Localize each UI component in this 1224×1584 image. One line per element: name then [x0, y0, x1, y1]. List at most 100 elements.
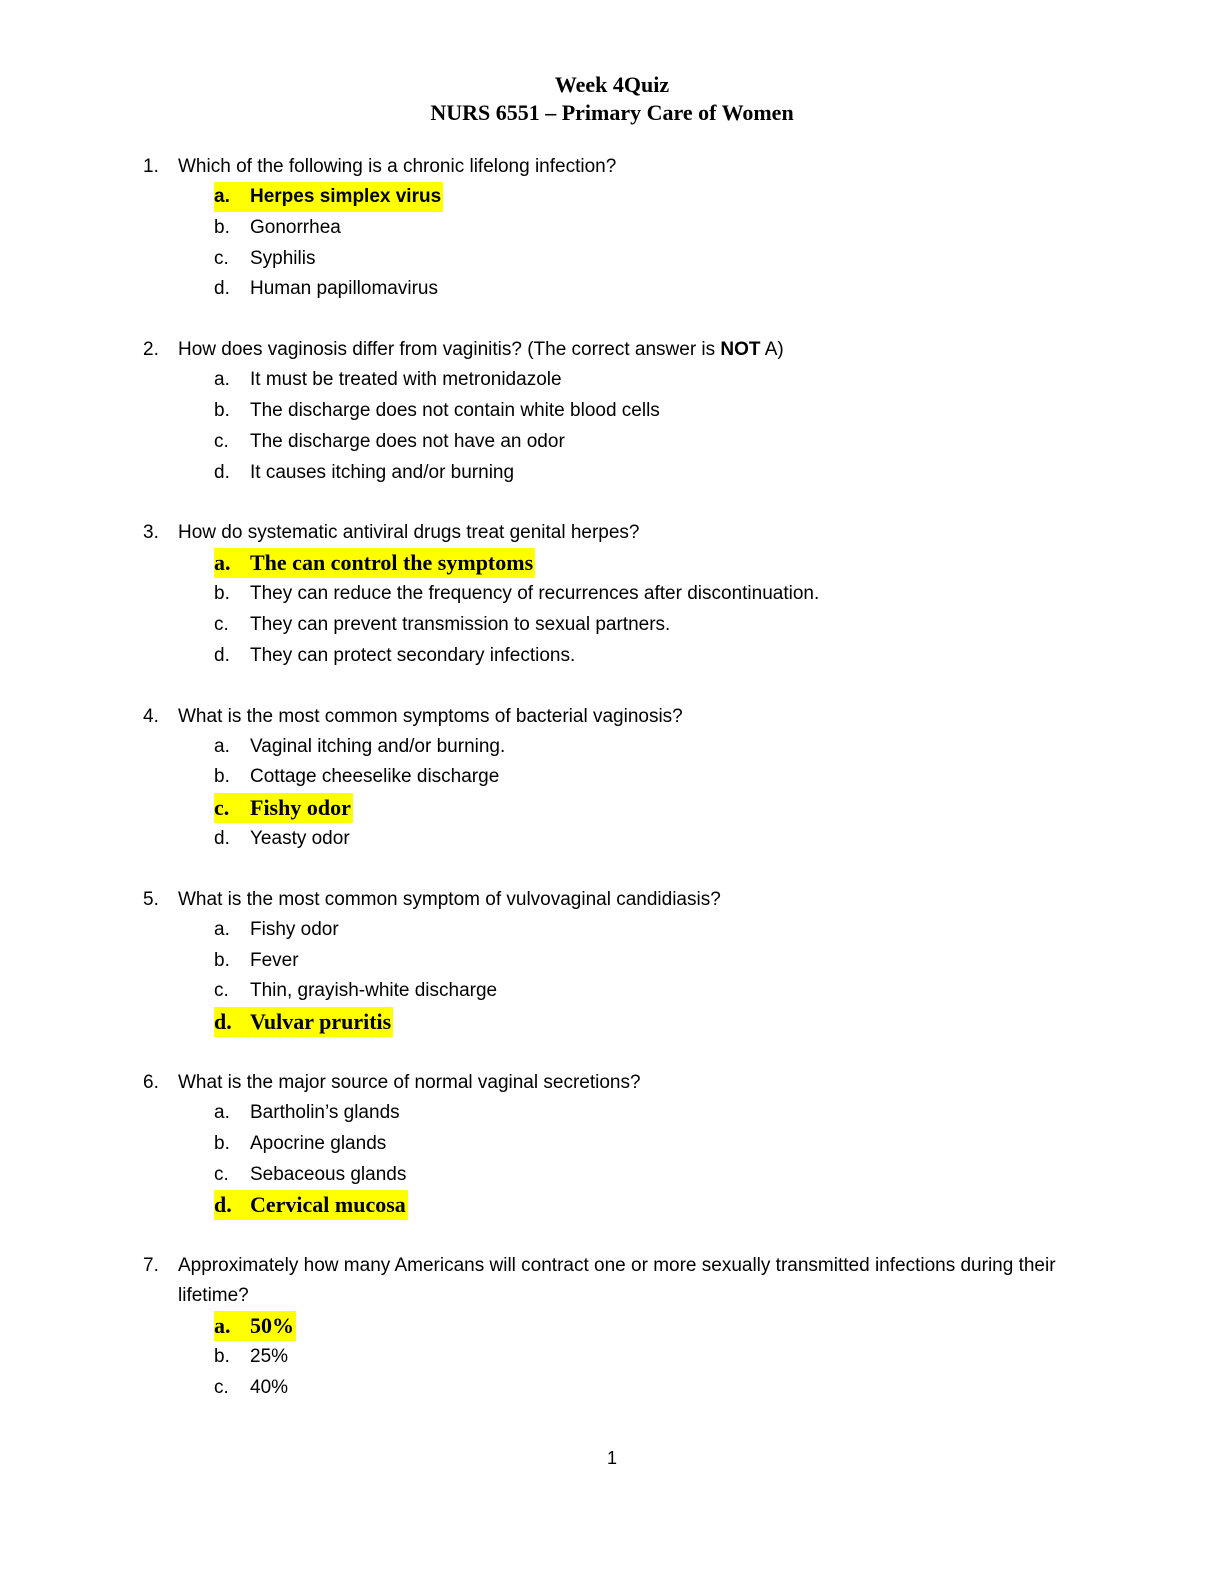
option-letter: c. [214, 1376, 229, 1398]
option-text: Human papillomavirus [250, 278, 438, 300]
option-6a: a. Bartholin’s glands [0, 1098, 1224, 1129]
question-2: 2. How does vaginosis differ from vagini… [0, 335, 1224, 488]
question-text: Which of the following is a chronic life… [178, 156, 617, 177]
option-text: Gonorrhea [250, 216, 341, 238]
option-text: It must be treated with metronidazole [250, 369, 562, 391]
option-text: They can reduce the frequency of recurre… [250, 583, 820, 605]
option-letter: a. [214, 1101, 230, 1123]
option-letter: b. [214, 399, 230, 421]
option-letter: b. [214, 949, 230, 971]
option-text: Syphilis [250, 247, 316, 269]
option-text: They can protect secondary infections. [250, 644, 576, 666]
question-5: 5. What is the most common symptom of vu… [0, 885, 1224, 1038]
option-text: The can control the symptoms [250, 550, 534, 576]
option-letter: b. [214, 1345, 230, 1367]
option-2d: d.It causes itching and/or burning [0, 458, 1224, 489]
option-text: It causes itching and/or burning [250, 461, 515, 483]
option-4a: a. Vaginal itching and/or burning. [0, 732, 1224, 763]
option-text: Bartholin’s glands [250, 1101, 400, 1123]
question-text: What is the most common symptom of vulvo… [178, 888, 721, 910]
option-letter: b. [214, 766, 230, 788]
highlighted-answer: d. Vulvar pruritis [214, 1007, 394, 1038]
question-4-stem: 4. What is the most common symptoms of b… [0, 702, 1078, 732]
question-text-emphasis: NOT [720, 339, 761, 361]
option-letter: b. [214, 583, 230, 605]
option-2a: a. It must be treated with metronidazole [0, 365, 1224, 396]
option-3b: b. They can reduce the frequency of recur… [0, 579, 1224, 610]
option-text: Fishy odor [250, 918, 339, 940]
question-text: What is the major source of normal vagin… [178, 1071, 641, 1093]
option-7c: c. 40% [0, 1373, 1224, 1404]
option-1b: b. Gonorrhea [0, 213, 1224, 244]
option-letter: b. [214, 1132, 230, 1154]
option-1d: d. Human papillomavirus [0, 274, 1224, 305]
answer-options: a. Vaginal itching and/or burning. b.Cott… [0, 732, 1224, 855]
option-letter: c. [214, 980, 229, 1002]
option-text: They can prevent transmission to sexual … [250, 613, 671, 635]
highlighted-answer: a.Herpes simplex virus [214, 182, 444, 212]
option-text: Cervical mucosa [250, 1192, 406, 1218]
option-text: Apocrine glands [250, 1132, 387, 1154]
question-7: 7. Approximately how many Americans will… [0, 1251, 1224, 1403]
option-4b: b.Cottage cheeselike discharge [0, 762, 1224, 793]
question-2-stem: 2. How does vaginosis differ from vagini… [0, 335, 1078, 365]
option-letter: c. [214, 1163, 229, 1185]
question-text: How do systematic antiviral drugs treat … [178, 522, 640, 544]
option-letter: c. [214, 247, 229, 269]
option-4c: c. Fishy odor [0, 793, 1224, 824]
question-1-stem: 1. Which of the following is a chronic l… [0, 152, 1078, 182]
option-letter: d. [214, 278, 230, 300]
option-text: Vulvar pruritis [250, 1009, 392, 1035]
option-text: 25% [250, 1345, 289, 1367]
option-3d: d. They can protect secondary infections. [0, 641, 1224, 672]
option-5c: c. Thin, grayish-white discharge [0, 976, 1224, 1007]
option-text: Vaginal itching and/or burning. [250, 735, 506, 757]
option-text: Fishy odor [250, 795, 351, 821]
question-3-stem: 3. How do systematic antiviral drugs tre… [0, 518, 1078, 548]
option-letter: d. [214, 1192, 232, 1218]
option-text: 40% [250, 1376, 289, 1398]
question-number: 1. [143, 156, 159, 177]
question-number: 7. [143, 1255, 159, 1277]
highlighted-answer: a. The can control the symptoms [214, 548, 536, 579]
option-letter: a. [214, 550, 231, 576]
page-number: 1 [606, 1448, 617, 1468]
option-4d: d.Yeasty odor [0, 824, 1224, 855]
highlighted-answer: d. Cervical mucosa [214, 1190, 408, 1221]
question-text: Approximately how many Americans will co… [178, 1255, 1056, 1307]
option-letter: c. [214, 795, 230, 821]
question-6-stem: 6. What is the major source of normal va… [0, 1068, 1078, 1098]
option-7b: b. 25% [0, 1342, 1224, 1373]
option-letter: b. [214, 216, 230, 238]
option-letter: c. [214, 430, 229, 452]
option-5b: b. Fever [0, 946, 1224, 977]
option-text: Fever [250, 949, 299, 971]
answer-options: a. The can control the symptoms b. They ca… [0, 548, 1224, 671]
option-text: Yeasty odor [250, 827, 350, 849]
option-letter: d. [214, 644, 230, 666]
option-text: Thin, grayish-white discharge [250, 980, 498, 1002]
answer-options: a.Herpes simplex virus b. Gonorrhea c. Syp… [0, 182, 1224, 305]
question-1: 1. Which of the following is a chronic l… [0, 152, 1224, 305]
option-letter: c. [214, 613, 229, 635]
quiz-title: Week 4Quiz [554, 72, 670, 97]
question-list: 1. Which of the following is a chronic l… [0, 152, 1224, 1434]
option-letter: a. [214, 735, 230, 757]
course-title: NURS 6551 – Primary Care of Women [430, 100, 794, 125]
question-number: 3. [143, 522, 159, 544]
highlighted-answer: c. Fishy odor [214, 793, 353, 824]
option-2b: b. The discharge does not contain white b… [0, 396, 1224, 427]
option-text: Herpes simplex virus [250, 186, 442, 207]
question-4: 4. What is the most common symptoms of b… [0, 702, 1224, 855]
option-letter: a. [214, 918, 230, 940]
question-number: 2. [143, 339, 159, 361]
option-1a: a.Herpes simplex virus [0, 182, 1224, 213]
option-text: The discharge does not have an odor [250, 430, 565, 452]
option-letter: a. [214, 369, 230, 391]
option-text: The discharge does not contain white blo… [250, 399, 660, 421]
option-text: 50% [250, 1313, 294, 1339]
question-5-stem: 5. What is the most common symptom of vu… [0, 885, 1078, 915]
option-5d: d. Vulvar pruritis [0, 1007, 1224, 1038]
option-letter: d. [214, 1009, 232, 1035]
